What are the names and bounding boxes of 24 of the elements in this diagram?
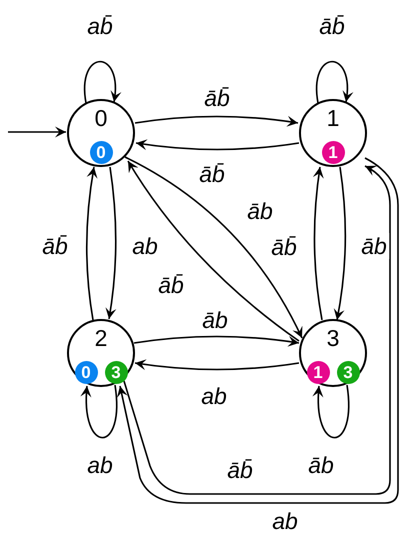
arrow <box>105 166 117 320</box>
arrow <box>134 359 300 370</box>
loop-arrow <box>313 384 350 438</box>
start-arrow <box>8 126 66 138</box>
output-badge: 1 <box>322 141 344 164</box>
arrow <box>313 166 324 320</box>
loop-arrow <box>316 60 353 104</box>
state-number: 2 <box>94 326 108 350</box>
output-badge: 0 <box>90 141 112 164</box>
output-badge: 3 <box>336 361 360 384</box>
state-number: 1 <box>326 106 340 130</box>
output-badge: 0 <box>74 361 98 384</box>
output-badge: 1 <box>306 361 330 384</box>
state-circle <box>67 99 135 167</box>
arrow <box>136 139 300 150</box>
arrow <box>334 166 346 320</box>
arrow <box>86 166 98 320</box>
output-badge: 3 <box>104 361 128 384</box>
arrow <box>134 116 298 127</box>
loop-arrow <box>84 60 121 104</box>
state-number: 0 <box>94 106 108 130</box>
state-number: 3 <box>326 326 340 350</box>
arrow <box>134 336 300 347</box>
loop-arrow <box>81 384 118 438</box>
